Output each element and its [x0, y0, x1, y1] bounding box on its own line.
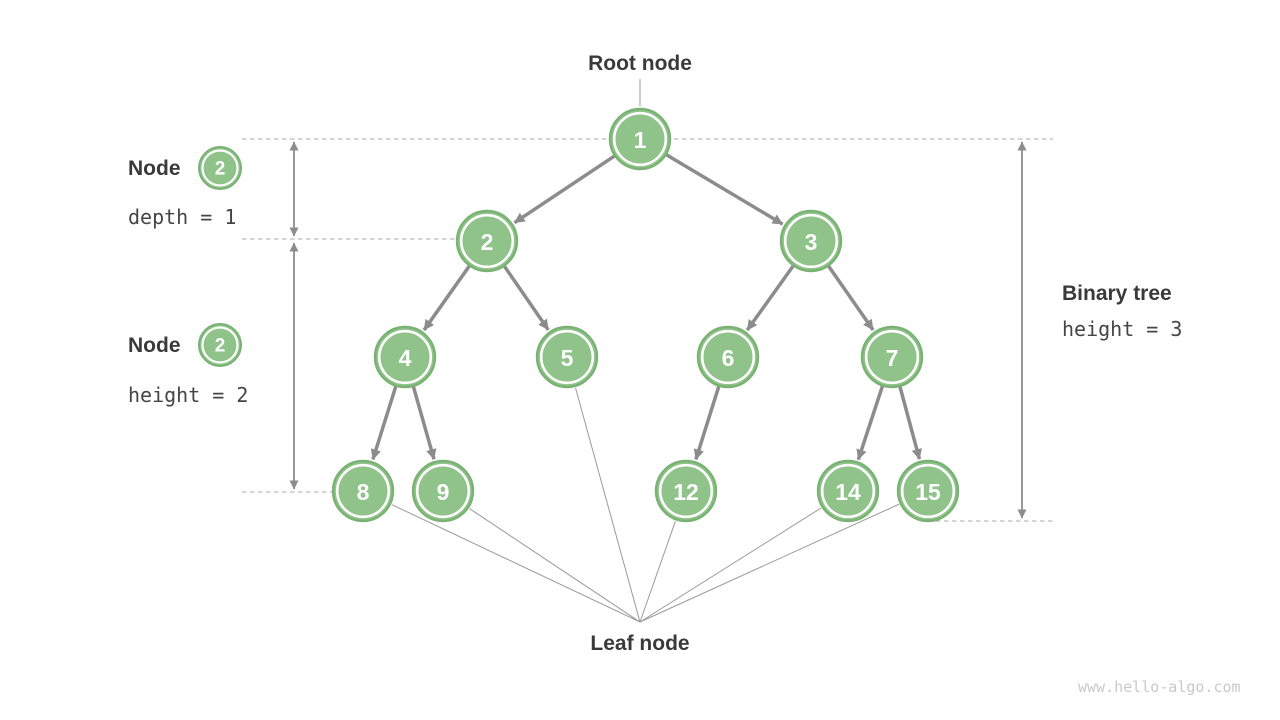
tree-node-value: 14: [835, 479, 861, 505]
tree-edge-2-5: [503, 265, 550, 331]
tree-node-8: 8: [331, 459, 395, 523]
tree-node-value: 12: [673, 479, 699, 505]
binary-tree-height-value: height = 3: [1062, 317, 1183, 341]
tree-edge-3-6: [745, 265, 795, 332]
tree-node-9: 9: [411, 459, 475, 523]
tree-node-value: 3: [805, 229, 818, 255]
tree-node-1: 1: [608, 107, 672, 171]
node-badge-1: 2: [198, 146, 242, 190]
tree-node-15: 15: [896, 459, 960, 523]
leaf-pointer-line: [639, 521, 676, 623]
leaf-pointer-line: [575, 387, 641, 623]
tree-node-value: 6: [722, 345, 735, 371]
node-badge-value: 2: [215, 159, 226, 180]
tree-node-12: 12: [654, 459, 718, 523]
node-badge-value: 2: [215, 336, 226, 357]
tree-node-value: 8: [357, 479, 370, 505]
tree-node-4: 4: [373, 325, 437, 389]
watermark: www.hello-algo.com: [1078, 678, 1241, 696]
node-depth-value: depth = 1: [128, 205, 237, 229]
tree-edge-7-14: [856, 385, 884, 461]
tree-edge-7-15: [898, 386, 922, 460]
tree-node-2: 2: [455, 209, 519, 273]
tree-edge-1-2: [513, 154, 616, 225]
tree-edge-4-8: [370, 386, 398, 461]
root-node-label: Root node: [588, 52, 692, 75]
tree-node-value: 15: [915, 479, 941, 505]
tree-node-7: 7: [860, 325, 924, 389]
tree-node-value: 5: [561, 345, 574, 371]
leaf-node-label: Leaf node: [590, 632, 690, 655]
tree-edge-4-9: [411, 386, 437, 460]
binary-tree-title: Binary tree: [1062, 282, 1172, 305]
tree-node-value: 1: [634, 127, 647, 153]
node-depth-title: Node: [128, 157, 181, 180]
node-badge-2: 2: [198, 323, 242, 367]
tree-node-value: 7: [886, 345, 899, 371]
leaf-pointer-line: [391, 504, 641, 623]
tree-node-3: 3: [779, 209, 843, 273]
tree-node-14: 14: [816, 459, 880, 523]
tree-node-5: 5: [535, 325, 599, 389]
tree-edge-6-12: [693, 386, 721, 461]
leaf-pointer-line: [639, 507, 822, 623]
tree-node-value: 9: [437, 479, 450, 505]
node-height-title: Node: [128, 334, 181, 357]
node-height-value: height = 2: [128, 383, 249, 407]
tree-node-value: 2: [481, 229, 494, 255]
leaf-pointer-line: [639, 503, 900, 623]
tree-node-value: 4: [399, 345, 412, 371]
leaf-pointer-line: [469, 508, 641, 623]
tree-edge-3-7: [827, 265, 875, 331]
tree-edge-1-3: [665, 153, 784, 226]
tree-node-6: 6: [696, 325, 760, 389]
tree-edge-2-4: [422, 265, 471, 332]
